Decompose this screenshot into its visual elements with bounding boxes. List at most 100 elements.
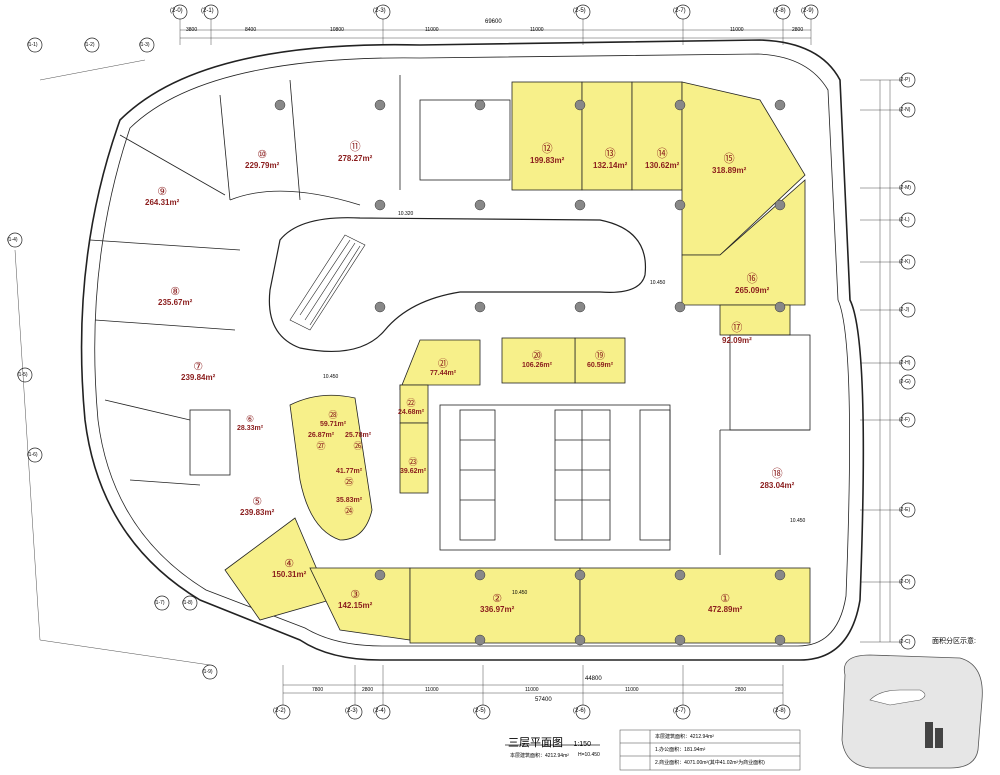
unit-2-label: ② 336.97m² [480, 592, 514, 614]
unit-area: 39.62m² [400, 468, 427, 475]
dimension: 57400 [535, 697, 552, 703]
drawing-title-block: 三层平面图 1:150 [508, 733, 591, 751]
unit-10-label: ⑩ 229.79m² [245, 148, 279, 170]
unit-area: 142.15m² [338, 601, 373, 610]
unit-number: ㉓ [408, 457, 418, 467]
axis-label: (2-2) [273, 708, 286, 714]
unit-6-label: ⑥ 28.33m² [237, 414, 263, 432]
dimension: 7800 [312, 687, 324, 693]
axis-label: (2-4) [373, 708, 386, 714]
dimension: 11000 [425, 687, 439, 693]
level-mark: 10.450 [512, 590, 528, 596]
unit-28-label: ㉘ 59.71m² [320, 408, 346, 428]
left-axis-bubbles [7, 37, 218, 680]
unit-area: 336.97m² [480, 605, 515, 614]
unit-number: ㉒ [406, 398, 416, 408]
escalator [289, 234, 366, 331]
dimension: 11000 [730, 27, 744, 33]
island-units-fill [289, 394, 373, 541]
area-note: 本层建筑面积：4212.94m² [510, 753, 569, 759]
axis-label: (1-9) [202, 669, 213, 675]
partitions [89, 75, 810, 555]
axis-label: (2-6) [573, 708, 586, 714]
unit-number: ① [720, 593, 731, 605]
axis-label: (2-7) [673, 708, 686, 714]
unit-number: ② [492, 593, 503, 605]
unit-7-label: ⑦ 239.84m² [181, 360, 215, 382]
elevation-note: H=10.450 [578, 752, 600, 758]
top-axis-lines [179, 19, 812, 45]
unit-area: 26.87m² [308, 432, 335, 439]
unit-18-label: ⑱ 283.04m² [760, 465, 794, 490]
axis-label: (2-C) [899, 639, 911, 645]
unit-number: ③ [350, 589, 361, 601]
axis-label: (2-3) [345, 708, 358, 714]
unit-14-fill [631, 81, 683, 191]
unit-26-label: 25.78m² ㉖ [345, 432, 371, 452]
level-mark: 10.450 [650, 280, 666, 286]
unit-21-label: ㉑ 77.44m² [430, 355, 456, 377]
unit-area: 472.89m² [708, 605, 743, 614]
dimension: 11000 [425, 27, 439, 33]
core-block [189, 99, 811, 551]
unit-area: 265.09m² [735, 286, 770, 295]
axis-label: (2-J) [899, 307, 910, 313]
unit-number: ⑥ [246, 414, 255, 424]
unit-19-label: ⑲ 60.59m² [587, 347, 613, 369]
axis-label: (1-5) [17, 372, 28, 378]
axis-label: (2-9) [801, 8, 814, 14]
axis-label: (1-3) [139, 42, 150, 48]
axis-label: (1-1) [27, 42, 38, 48]
building-outline [80, 39, 865, 661]
unit-area: 106.26m² [522, 362, 552, 369]
unit-area: 235.67m² [158, 298, 193, 307]
axis-label: (2-5) [573, 8, 586, 14]
unit-12-fill [511, 81, 583, 191]
axis-label: (2-M) [899, 185, 911, 191]
unit-16-fill [681, 179, 806, 306]
unit-number: ⑨ [157, 186, 168, 198]
unit-area: 24.68m² [398, 409, 425, 416]
unit-1-label: ① 472.89m² [708, 592, 742, 614]
unit-number: ⑧ [170, 286, 181, 298]
drawing-scale: 1:150 [573, 741, 591, 748]
unit-number: ㉖ [353, 441, 363, 451]
dimension: 2800 [735, 687, 747, 693]
unit-2-fill [409, 567, 581, 644]
drawing-title: 三层平面图 [508, 736, 563, 749]
unit-23-label: ㉓ 39.62m² [400, 455, 426, 475]
unit-number: ⑪ [349, 141, 361, 153]
unit-5-label: ⑤ 239.83m² [240, 495, 274, 517]
unit-number: ⑱ [771, 468, 783, 480]
unit-22-label: ㉒ 24.68m² [398, 396, 424, 416]
axis-label: (2-D) [899, 579, 911, 585]
unit-13-fill [581, 81, 633, 191]
unit-area: 283.04m² [760, 481, 795, 490]
legend-row: 本层建筑面积：4212.94m² [655, 734, 714, 740]
axis-label: (1-6) [27, 452, 38, 458]
axis-label: (2-8) [773, 708, 786, 714]
axis-label: (1-2) [84, 42, 95, 48]
dimension: 2800 [362, 687, 374, 693]
dimension: 10800 [330, 27, 344, 33]
unit-area: 132.14m² [593, 161, 628, 170]
columns [274, 99, 786, 646]
unit-11-label: ⑪ 278.27m² [338, 138, 372, 163]
unit-8-label: ⑧ 235.67m² [158, 285, 192, 307]
unit-number: ⑰ [731, 322, 743, 334]
axis-label: (2-H) [899, 360, 911, 366]
axis-label: (2-5) [473, 708, 486, 714]
unit-area: 41.77m² [336, 468, 363, 475]
unit-27-label: 26.87m² ㉗ [308, 432, 334, 452]
unit-22-fill [399, 384, 429, 424]
unit-area: 199.83m² [530, 156, 565, 165]
level-mark: 10.450 [790, 518, 806, 524]
unit-number: ㉑ [438, 359, 449, 370]
unit-number: ㉘ [328, 410, 338, 420]
unit-9-label: ⑨ 264.31m² [145, 185, 179, 207]
unit-area: 35.83m² [336, 497, 363, 504]
unit-area: 229.79m² [245, 161, 280, 170]
unit-20-label: ⑳ 106.26m² [522, 347, 552, 369]
unit-number: ⑯ [746, 273, 758, 285]
